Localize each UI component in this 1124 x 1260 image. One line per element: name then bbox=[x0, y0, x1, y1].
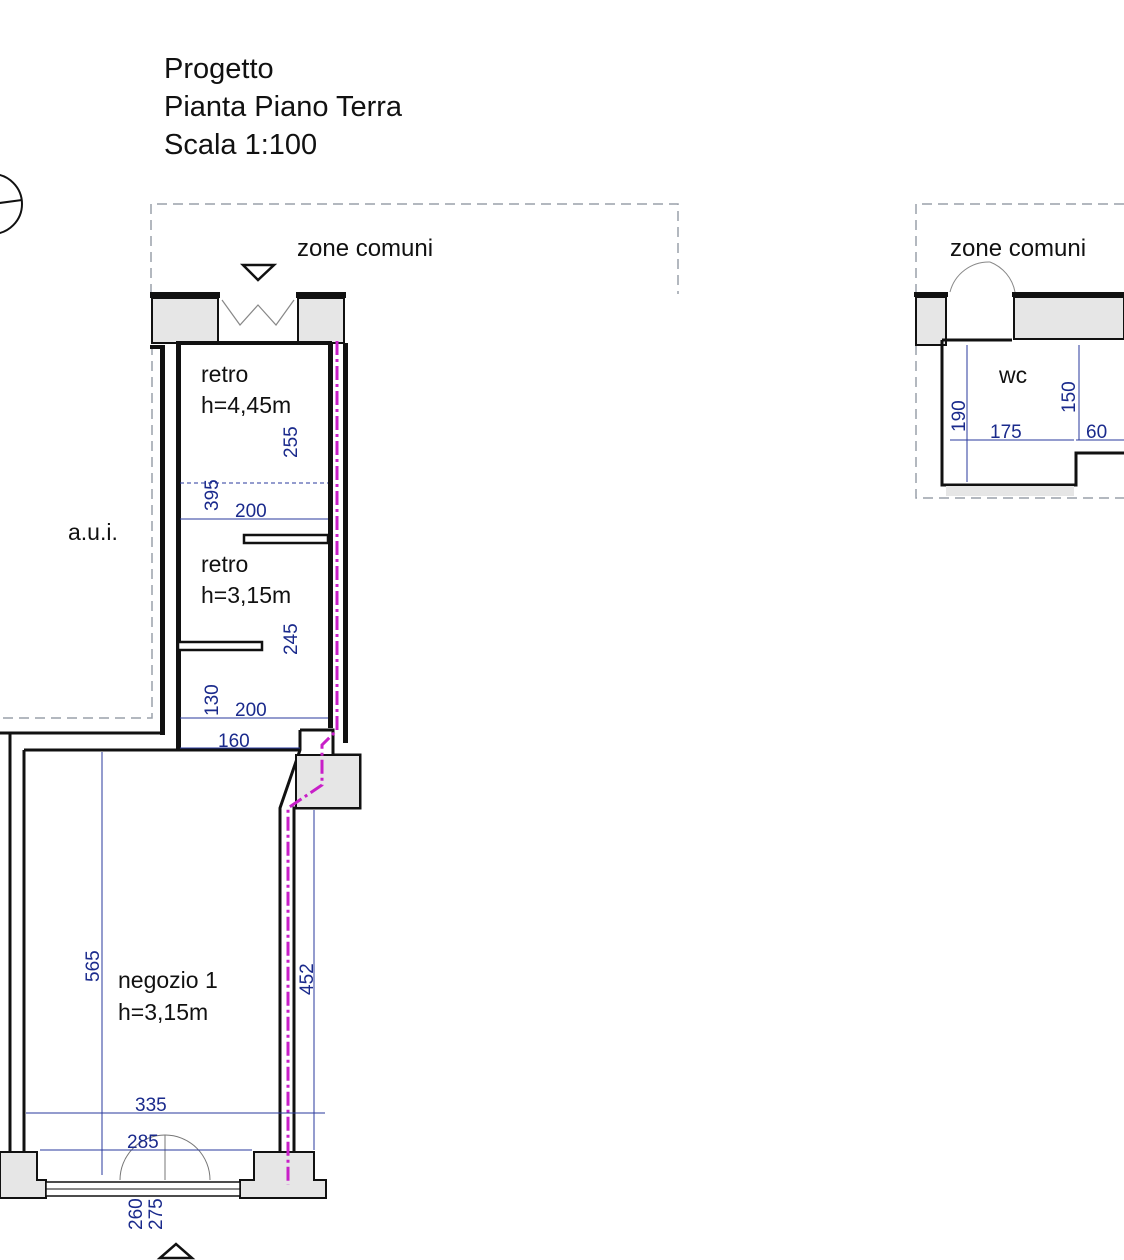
top-wall bbox=[150, 292, 346, 344]
dimension-lines bbox=[26, 482, 328, 1175]
room-height: h=3,15m bbox=[201, 582, 291, 608]
dimension-labels: 255 395 200 245 130 200 160 565 452 335 … bbox=[83, 426, 318, 1230]
left-walls bbox=[0, 345, 300, 1152]
dim-260: 260 bbox=[126, 1198, 147, 1230]
dim-160: 160 bbox=[218, 731, 250, 752]
dim-395: 395 bbox=[202, 479, 223, 511]
room-retro-lower: retro h=3,15m bbox=[201, 551, 291, 608]
wc-block: zone comuni wc 190 175 150 60 bbox=[914, 203, 1124, 499]
wc-room-name: wc bbox=[998, 362, 1027, 388]
room-retro-upper: retro h=4,45m bbox=[201, 361, 291, 418]
aui-label: a.u.i. bbox=[68, 519, 118, 545]
zone-comuni-main: zone comuni bbox=[150, 203, 679, 294]
entrance-marker-bottom-icon bbox=[156, 1242, 196, 1260]
dim-565: 565 bbox=[83, 950, 104, 982]
dim-275: 275 bbox=[146, 1198, 167, 1230]
room-height: h=4,45m bbox=[201, 392, 291, 418]
dim-190: 190 bbox=[949, 400, 970, 432]
dim-335: 335 bbox=[135, 1095, 167, 1116]
title-line-1: Progetto bbox=[164, 53, 274, 85]
zone-comuni-wc-label: zone comuni bbox=[950, 235, 1086, 262]
dim-245: 245 bbox=[281, 623, 302, 655]
north-arrow-icon bbox=[0, 174, 23, 234]
room-height: h=3,15m bbox=[118, 999, 208, 1025]
dim-255: 255 bbox=[281, 426, 302, 458]
aui-area: a.u.i. bbox=[0, 345, 153, 719]
dim-285: 285 bbox=[127, 1132, 159, 1153]
room-name: retro bbox=[201, 361, 248, 387]
room-name: retro bbox=[201, 551, 248, 577]
room-name: negozio 1 bbox=[118, 967, 218, 993]
dim-150: 150 bbox=[1059, 381, 1080, 413]
dim-200-upper: 200 bbox=[235, 501, 267, 522]
zone-comuni-label: zone comuni bbox=[297, 235, 433, 262]
dim-60: 60 bbox=[1086, 422, 1107, 443]
title-line-2: Pianta Piano Terra bbox=[164, 91, 403, 123]
negozio-walls bbox=[0, 728, 362, 1199]
dim-175: 175 bbox=[990, 422, 1022, 443]
title-block: Progetto Pianta Piano Terra Scala 1:100 bbox=[164, 53, 403, 161]
retro-walls bbox=[176, 341, 348, 751]
dim-200-lower: 200 bbox=[235, 700, 267, 721]
utility-line bbox=[286, 341, 339, 1185]
room-negozio: negozio 1 h=3,15m bbox=[118, 967, 218, 1025]
dim-130: 130 bbox=[202, 684, 223, 716]
dim-452: 452 bbox=[297, 963, 318, 995]
title-line-3: Scala 1:100 bbox=[164, 129, 317, 161]
entrance-marker-icon bbox=[239, 263, 278, 282]
